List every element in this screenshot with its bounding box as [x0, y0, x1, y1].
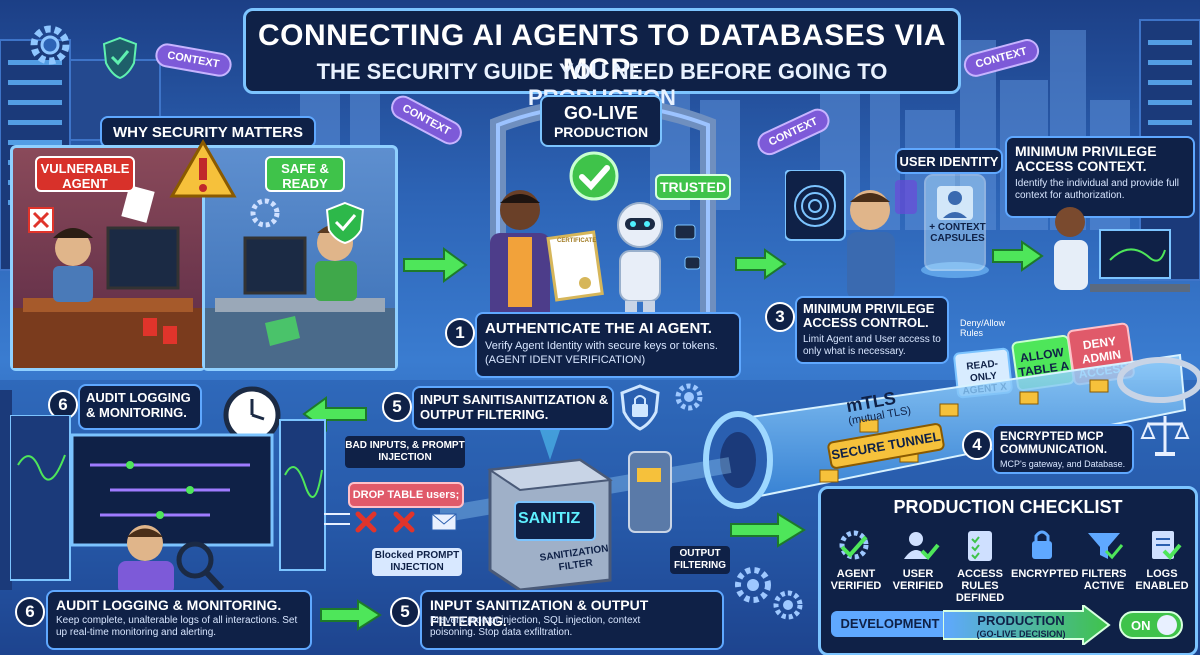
checklist-title: PRODUCTION CHECKLIST [893, 497, 1123, 517]
document-check-icon [1152, 531, 1182, 560]
gears-icon [735, 567, 803, 620]
clipboard-check-icon [968, 531, 992, 561]
step6-bottom-title: AUDIT LOGGING & MONITORING. [56, 597, 282, 613]
production-checklist-panel: PRODUCTION CHECKLIST AGENT VERIFIED USER… [818, 486, 1198, 655]
step1-title: AUTHENTICATE THE AI AGENT. [485, 320, 712, 337]
warning-icon [169, 138, 237, 198]
gear-icon [30, 25, 70, 65]
checklist-item-label: ENCRYPTED [1011, 568, 1079, 580]
toggle-knob [1157, 615, 1177, 635]
toggle-label: ON [1131, 618, 1151, 633]
certificate-label: CERTIFICATE [557, 238, 597, 244]
step4-box: ENCRYPTED MCP COMMUNICATION. MCP's gatew… [992, 424, 1134, 474]
identity-title: MINIMUM PRIVILEGE ACCESS CONTEXT. [1015, 143, 1157, 174]
drop-table-label: DROP TABLE users; [348, 482, 464, 508]
bad-inputs-label: BAD INPUTS, & PROMPT INJECTION [345, 436, 465, 468]
output-filtering-label: OUTPUT FILTERING [670, 546, 730, 574]
flow-arrow-icon [730, 512, 806, 548]
lock-shield-icon [620, 384, 660, 431]
checklist-item-label: USER VERIFIED [892, 568, 944, 592]
gear-check-icon [839, 530, 869, 560]
step1-desc: Verify Agent Identity with secure keys o… [485, 340, 718, 352]
golive-line2: PRODUCTION [553, 124, 649, 140]
checklist-item-label: LOGS ENABLED [1135, 568, 1189, 592]
monitoring-scene [10, 415, 326, 595]
step3-number: 3 [765, 302, 795, 332]
admin-workstation-scene [1054, 207, 1190, 292]
checklist-item-user-verified: USER VERIFIED [887, 527, 949, 592]
step3-title: MINIMUM PRIVILEGE ACCESS CONTROL. [803, 301, 935, 330]
safe-label: SAFE & READY [265, 156, 345, 192]
production-stage: PRODUCTION [977, 613, 1065, 628]
identity-desc: Identify the individual and provide full… [1015, 178, 1179, 201]
context-capsules-label: + CONTEXT CAPSULES [929, 222, 986, 244]
step5-bottom-title: INPUT SANITIZATION & OUTPUT FILTERING. [430, 597, 649, 629]
user-identity-label: USER IDENTITY [899, 154, 999, 169]
funnel-icon [1088, 533, 1124, 560]
checklist-item-label: AGENT VERIFIED [830, 568, 882, 592]
step6-top-title: AUDIT LOGGING & MONITORING. [86, 390, 191, 420]
checklist-item-label: ACCESS RULES DEFINED [955, 568, 1005, 604]
blocked-inputs-icons [324, 511, 457, 533]
flow-arrow-icon [735, 248, 787, 280]
user-check-icon [904, 532, 940, 560]
golive-sign: GO-LIVE PRODUCTION [540, 95, 662, 147]
agent-authentication-scene [490, 190, 700, 341]
flow-arrow-icon [320, 599, 382, 631]
golive-line1: GO-LIVE [563, 103, 638, 123]
step6-bottom-number: 6 [15, 597, 45, 627]
user-identity-scene [785, 170, 989, 300]
flow-arrow-icon [403, 247, 468, 283]
blocked-label: Blocked PROMPT INJECTION [372, 548, 462, 576]
golive-decision-label: (GO-LIVE DECISION) [976, 629, 1066, 639]
title-line1: CONNECTING AI AGENTS TO DATABASES VIA MC… [258, 19, 946, 86]
checklist-item-agent-verified: AGENT VERIFIED [825, 527, 887, 592]
development-stage: DEVELOPMENT [831, 611, 949, 637]
check-circle-icon [569, 151, 619, 201]
step6-bottom-desc: Keep complete, unalterable logs of all i… [56, 615, 298, 638]
step5-bottom-box: INPUT SANITIZATION & OUTPUT FILTERING. P… [420, 590, 724, 650]
title-banner: CONNECTING AI AGENTS TO DATABASES VIA MC… [243, 8, 961, 110]
trusted-badge: TRUSTED [655, 174, 731, 200]
vulnerable-label: VULNERABLE AGENT [35, 156, 135, 192]
checklist-item-filters-active: FILTERS ACTIVE [1073, 527, 1135, 592]
step4-title: ENCRYPTED MCP COMMUNICATION. [1000, 429, 1108, 456]
machine-screen-label: SANITIZ [518, 510, 581, 527]
checklist-item-logs-enabled: LOGS ENABLED [1131, 527, 1193, 592]
why-heading: WHY SECURITY MATTERS [112, 124, 303, 141]
step4-desc: MCP's gateway, and Database. [1000, 459, 1126, 469]
safe-panel: SAFE & READY [202, 145, 398, 371]
scales-icon [1140, 416, 1190, 456]
rules-label: Deny/Allow Rules [960, 318, 1006, 338]
step1-box: AUTHENTICATE THE AI AGENT. Verify Agent … [475, 312, 741, 378]
step5-top-box: INPUT SANITISANITIZATION & OUTPUT FILTER… [412, 386, 614, 430]
checklist-item-access-rules: ACCESS RULES DEFINED [949, 527, 1011, 604]
shield-icon [102, 36, 138, 80]
step1-sub: (AGENT IDENT VERIFICATION) [485, 354, 646, 366]
lock-icon [1032, 530, 1052, 559]
step5-bottom-number: 5 [390, 597, 420, 627]
output-filter-unit [628, 451, 672, 533]
user-identity-box: USER IDENTITY [895, 148, 1003, 174]
vulnerable-scene [13, 185, 203, 368]
step3-desc: Limit Agent and User access to only what… [803, 334, 941, 357]
safe-scene [205, 198, 395, 368]
step1-number: 1 [445, 318, 475, 348]
step6-bottom-box: AUDIT LOGGING & MONITORING. Keep complet… [46, 590, 312, 650]
checklist-item-encrypted: ENCRYPTED [1011, 527, 1079, 580]
flow-arrow-icon [992, 240, 1044, 272]
production-toggle[interactable]: ON [1119, 611, 1183, 639]
gear-icon [675, 383, 703, 411]
sanitization-machine [487, 430, 613, 590]
step3-box: MINIMUM PRIVILEGE ACCESS CONTROL. Limit … [795, 296, 949, 364]
step5-bottom-desc: Prevent prompt injection, SQL injection,… [430, 615, 641, 638]
step5-top-number: 5 [382, 392, 412, 422]
step6-top-box: AUDIT LOGGING & MONITORING. [78, 384, 202, 430]
step4-number: 4 [962, 430, 992, 460]
identity-info-box: MINIMUM PRIVILEGE ACCESS CONTEXT. Identi… [1005, 136, 1195, 218]
step5-top-title: INPUT SANITISANITIZATION & OUTPUT FILTER… [420, 392, 609, 422]
checklist-item-label: FILTERS ACTIVE [1081, 568, 1127, 592]
progress-arrow-icon [943, 605, 1111, 645]
